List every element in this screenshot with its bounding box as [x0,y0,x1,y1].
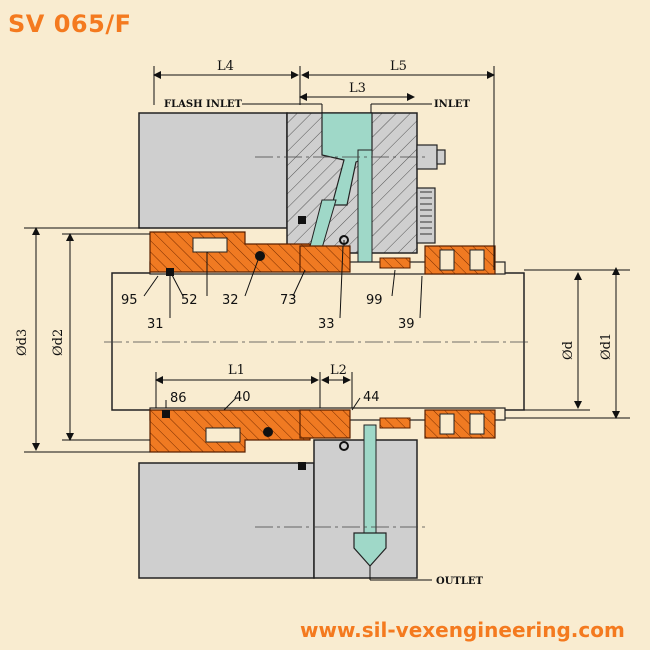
seal-face-lower [299,409,351,439]
housing-upper-left [138,112,288,229]
dim-d1: Ød1 [599,333,614,360]
callout-86: 86 [170,391,187,406]
callout-40: 40 [234,390,251,405]
label-flash-inlet: FLASH INLET [164,99,243,110]
label-inlet: INLET [434,99,470,110]
dim-l1: L1 [228,363,245,378]
outlet-port [353,532,387,567]
oring-31 [166,268,174,276]
callout-95: 95 [121,293,138,308]
label-outlet: OUTLET [436,576,484,587]
callout-52: 52 [181,293,198,308]
dim-l3: L3 [349,81,366,96]
dim-l4: L4 [217,59,234,74]
seal-rotating-upper [149,231,311,273]
callout-73: 73 [280,293,297,308]
callout-32: 32 [222,293,239,308]
outlet-passage [363,424,377,534]
dim-d2: Ød2 [51,329,66,356]
dim-d: Ød [561,341,576,360]
inlet-passage [357,149,373,269]
callout-33: 33 [318,317,335,332]
callout-44: 44 [363,390,380,405]
dim-l2: L2 [330,363,347,378]
spring-lower [205,427,241,443]
dim-d3: Ød3 [15,329,30,356]
website-link[interactable]: www.sil-vexengineering.com [300,618,625,642]
oring-32 [255,251,265,261]
page-title: SV 065/F [8,10,132,38]
callout-39: 39 [398,317,415,332]
dim-l5: L5 [390,59,407,74]
housing-lower-left [138,462,315,579]
spring-upper [192,237,228,253]
gland-bolt [416,144,438,170]
callout-99: 99 [366,293,383,308]
callout-31: 31 [147,317,164,332]
seal-face-upper [299,245,351,273]
shaft [111,272,525,411]
